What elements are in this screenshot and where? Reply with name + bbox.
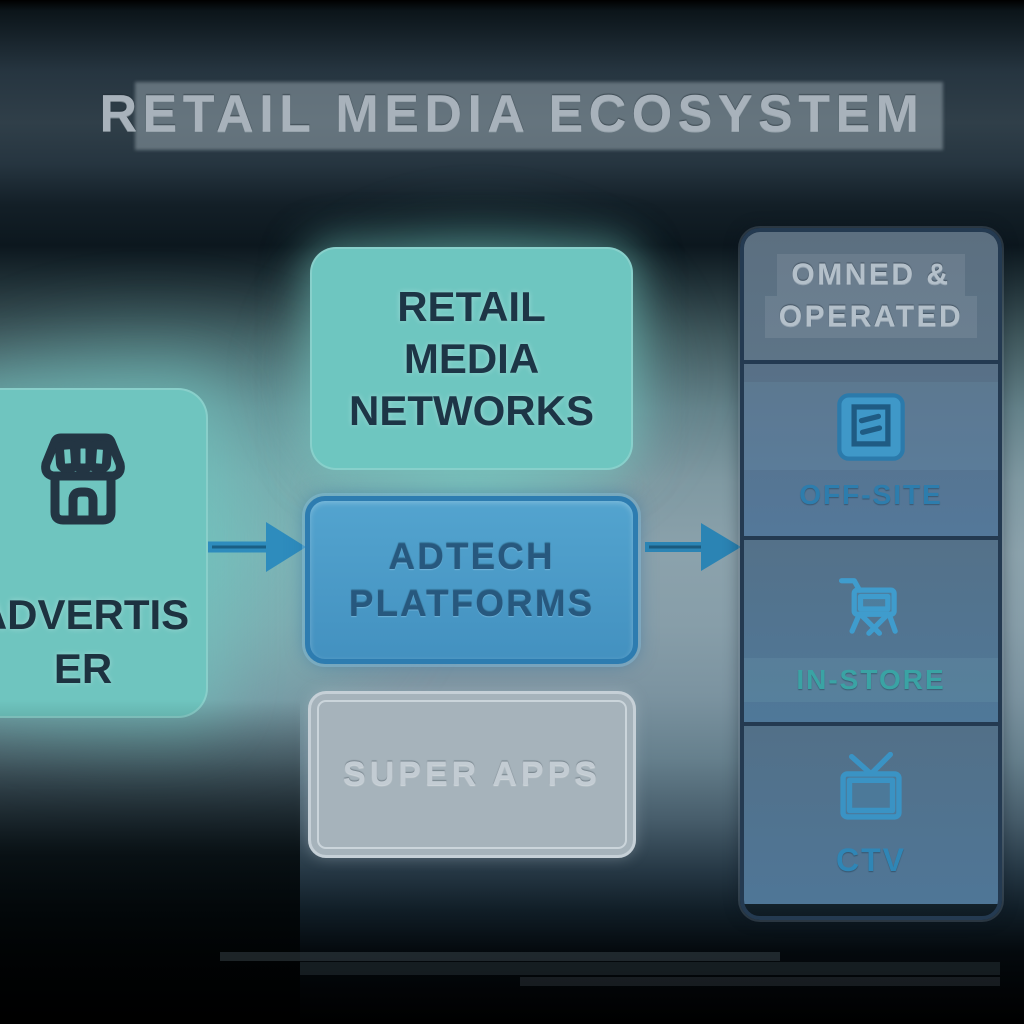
- browser-ad-icon: [837, 393, 905, 461]
- in-store-label: IN-STORE: [796, 664, 946, 695]
- shopping-cart-icon: [838, 578, 898, 636]
- channels-panel: OMNED & OPERATED OFF-SITE: [740, 228, 1002, 920]
- bottom-band-artifact: [300, 962, 1000, 975]
- arrow-right-icon: [208, 522, 306, 572]
- channel-off-site: OFF-SITE: [744, 364, 998, 540]
- ctv-label: CTV: [836, 841, 906, 878]
- adtech-label-line1: ADTECH: [388, 536, 555, 577]
- bottom-band-artifact: [220, 952, 780, 961]
- off-site-label: OFF-SITE: [799, 479, 943, 510]
- bottom-left-shadow: [0, 700, 300, 1024]
- channel-in-store: IN-STORE: [744, 540, 998, 726]
- adtech-platforms-node: ADTECH PLATFORMS: [305, 496, 638, 664]
- owned-operated-line2: OPERATED: [764, 296, 978, 338]
- rmn-label-line2: MEDIA: [403, 334, 540, 382]
- adtech-label-line2: PLATFORMS: [348, 583, 595, 624]
- arrow-right-icon: [645, 523, 741, 571]
- tv-icon: [840, 751, 902, 820]
- retail-media-networks-node: RETAIL MEDIA NETWORKS: [310, 247, 633, 470]
- in-store-band: [744, 658, 998, 702]
- super-apps-node: SUPER APPS: [308, 691, 636, 858]
- rmn-label-line3: NETWORKS: [349, 386, 594, 434]
- channel-owned-operated: OMNED & OPERATED: [744, 232, 998, 364]
- title-backdrop: [135, 82, 943, 150]
- super-apps-label: SUPER APPS: [343, 755, 601, 793]
- advertiser-node: ADVERTIS ER: [0, 388, 208, 718]
- bottom-band-artifact: [520, 977, 1000, 986]
- channel-ctv: CTV: [744, 726, 998, 904]
- storefront-icon: [41, 433, 125, 525]
- diagram-title: RETAIL MEDIA ECOSYSTEM: [99, 85, 925, 143]
- advertiser-label-line1: ADVERTIS: [0, 591, 190, 638]
- rmn-label-line1: RETAIL: [397, 282, 546, 330]
- owned-operated-line1: OMNED &: [777, 254, 965, 296]
- advertiser-label-line2: ER: [53, 645, 113, 692]
